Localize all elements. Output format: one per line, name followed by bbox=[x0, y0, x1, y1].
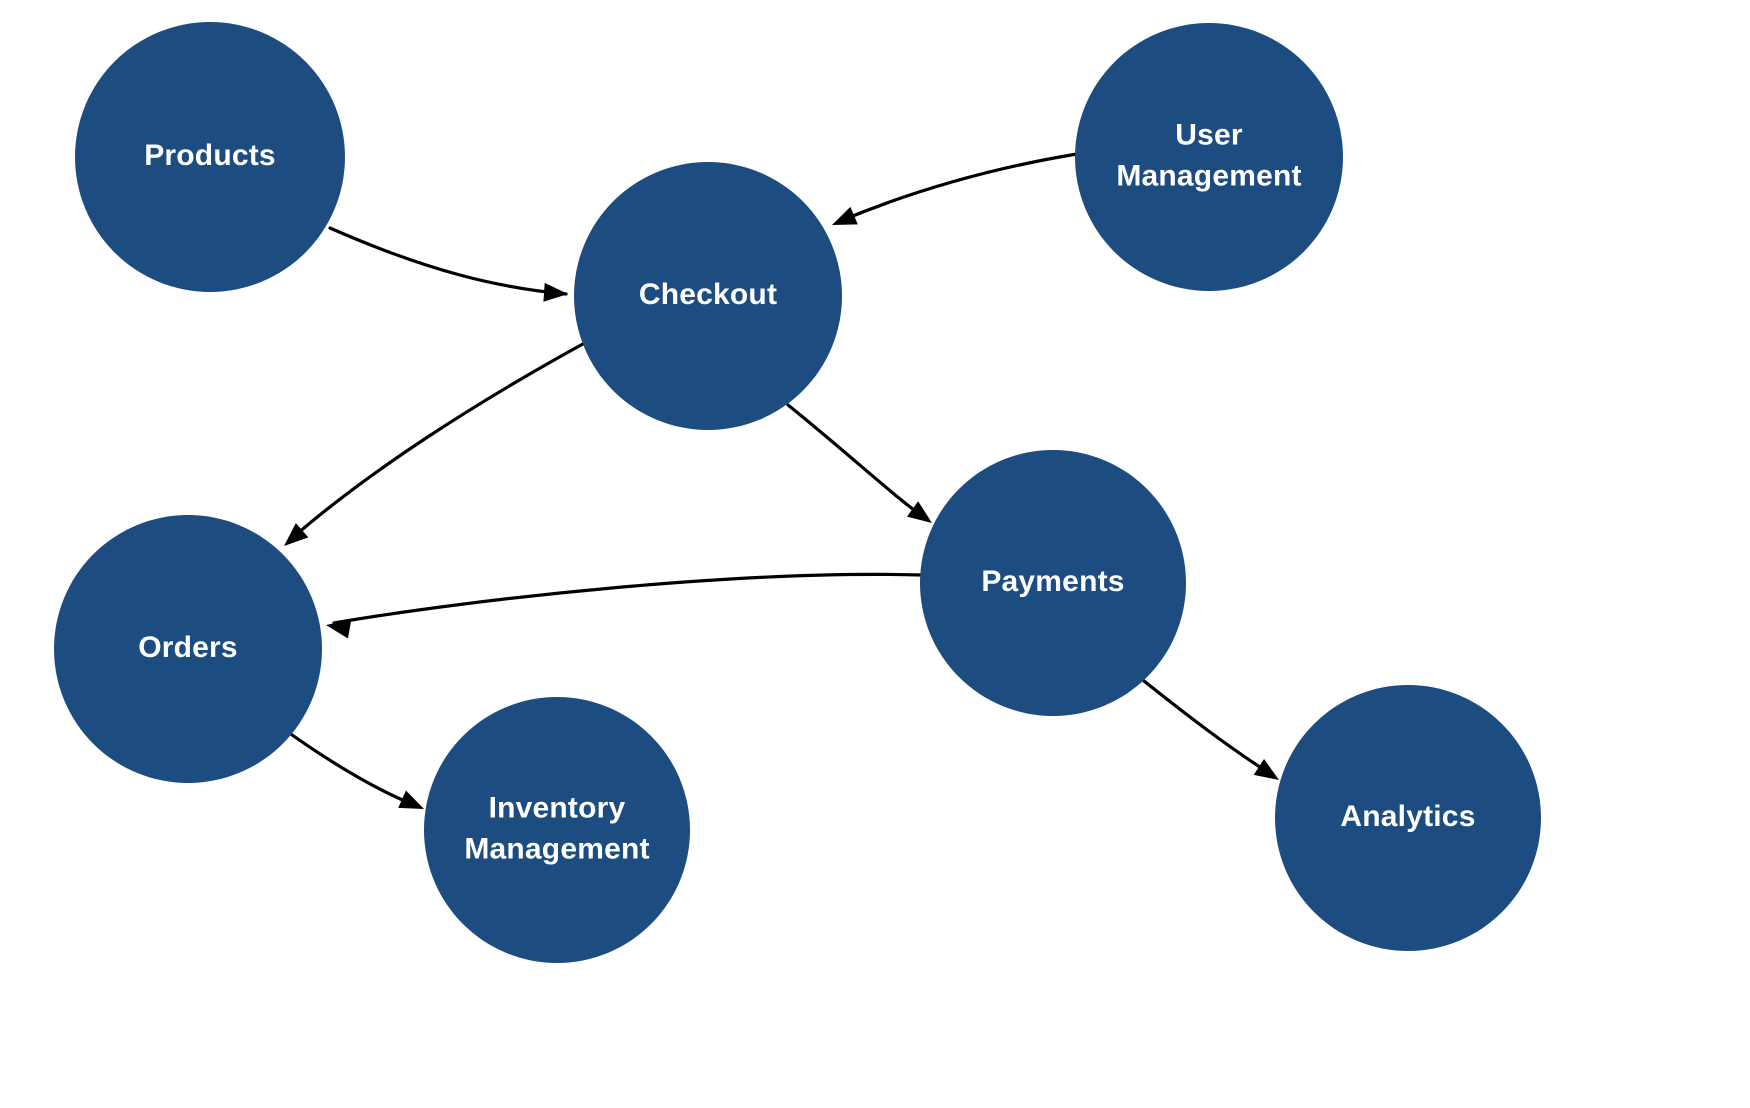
edge-usermgmt-to-checkout: User Management to Checkout bbox=[832, 152, 1079, 225]
node-label-checkout: Checkout bbox=[639, 278, 777, 311]
arrow-head-icon bbox=[1253, 758, 1279, 780]
arrow-head-icon bbox=[543, 282, 568, 302]
node-products[interactable]: Products bbox=[75, 22, 345, 292]
edge-orders-to-inventory: Orders to Inventory Management bbox=[283, 728, 424, 809]
node-label-line: Management bbox=[1116, 159, 1301, 192]
node-circle-payments[interactable] bbox=[920, 450, 1186, 716]
edge-checkout-to-payments: Checkout to Payments bbox=[786, 403, 932, 523]
node-label-line: Payments bbox=[981, 565, 1124, 598]
edge-line bbox=[328, 226, 568, 296]
node-label-orders: Orders bbox=[138, 631, 238, 664]
node-label-line: Orders bbox=[138, 631, 238, 664]
node-label-line: User bbox=[1175, 118, 1243, 151]
node-circle-orders[interactable] bbox=[54, 515, 322, 783]
edge-line bbox=[836, 152, 1079, 224]
edge-checkout-to-orders: Checkout to Orders bbox=[284, 337, 594, 546]
edge-payments-to-orders: Payments to Orders bbox=[326, 572, 923, 639]
arrow-head-icon bbox=[326, 619, 352, 639]
node-label-line: Checkout bbox=[639, 278, 777, 311]
arrow-head-icon bbox=[398, 790, 424, 809]
node-analytics[interactable]: Analytics bbox=[1275, 685, 1541, 951]
node-label-payments: Payments bbox=[981, 565, 1124, 598]
edge-line bbox=[332, 572, 923, 625]
node-circle-checkout[interactable] bbox=[574, 162, 842, 430]
edge-line bbox=[1132, 671, 1274, 777]
node-circle-products[interactable] bbox=[75, 22, 345, 292]
node-label-products: Products bbox=[144, 139, 276, 172]
node-circle-user_mgmt[interactable] bbox=[1075, 23, 1343, 291]
node-orders[interactable]: Orders bbox=[54, 515, 322, 783]
node-payments[interactable]: Payments bbox=[920, 450, 1186, 716]
node-label-line: Inventory bbox=[489, 791, 626, 824]
edges-layer: Products to Checkout User Management to C… bbox=[283, 152, 1279, 809]
node-label-analytics: Analytics bbox=[1340, 800, 1475, 833]
arrow-head-icon bbox=[284, 523, 309, 546]
arrow-head-icon bbox=[832, 206, 858, 225]
edge-payments-to-analytics: Payments to Analytics bbox=[1132, 671, 1279, 780]
edge-line bbox=[786, 403, 928, 521]
edge-line bbox=[283, 728, 419, 808]
edge-products-to-checkout: Products to Checkout bbox=[328, 226, 568, 302]
node-checkout[interactable]: Checkout bbox=[574, 162, 842, 430]
node-label-line: Management bbox=[464, 832, 649, 865]
node-circle-analytics[interactable] bbox=[1275, 685, 1541, 951]
edge-line bbox=[288, 337, 594, 542]
node-label-line: Analytics bbox=[1340, 800, 1475, 833]
node-label-line: Products bbox=[144, 139, 276, 172]
node-circle-inventory[interactable] bbox=[424, 697, 690, 963]
arrow-head-icon bbox=[906, 501, 932, 523]
